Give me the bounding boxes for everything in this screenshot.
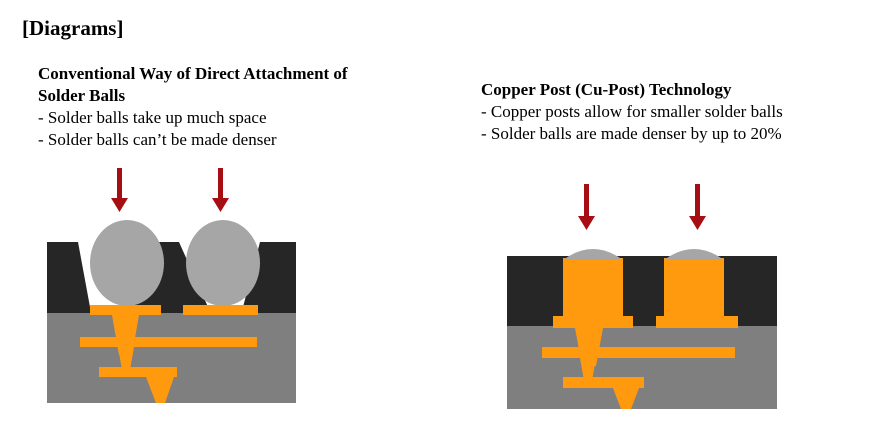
solder-ball [186,220,260,306]
copper-post-description: Copper Post (Cu-Post) Technology - Coppe… [481,79,861,145]
substrate [47,313,296,403]
solder-ball [90,220,164,306]
conventional-title-line2: Solder Balls [38,86,126,105]
down-arrow-icon [689,184,706,230]
conventional-bullet-1: - Solder balls take up much space [38,108,267,127]
section-heading: [Diagrams] [22,16,124,40]
solder-mask [507,256,777,326]
copper-post-bullet-1: - Copper posts allow for smaller solder … [481,102,783,121]
down-arrow-icon [111,168,128,212]
copper-post-diagram [507,184,777,409]
substrate [507,326,777,409]
copper-traces [80,305,258,403]
solder-mask [47,242,296,313]
copper-post-title: Copper Post (Cu-Post) Technology [481,80,732,99]
conventional-description: Conventional Way of Direct Attachment of… [38,63,438,151]
conventional-bullet-2: - Solder balls can’t be made denser [38,130,277,149]
down-arrow-icon [212,168,229,212]
copper-post-bullet-2: - Solder balls are made denser by up to … [481,124,782,143]
down-arrow-icon [578,184,595,230]
solder-cap [664,249,724,260]
conventional-title-line1: Conventional Way of Direct Attachment of [38,64,348,83]
solder-cap [563,249,623,260]
copper-traces [542,258,738,409]
conventional-diagram [47,168,296,403]
